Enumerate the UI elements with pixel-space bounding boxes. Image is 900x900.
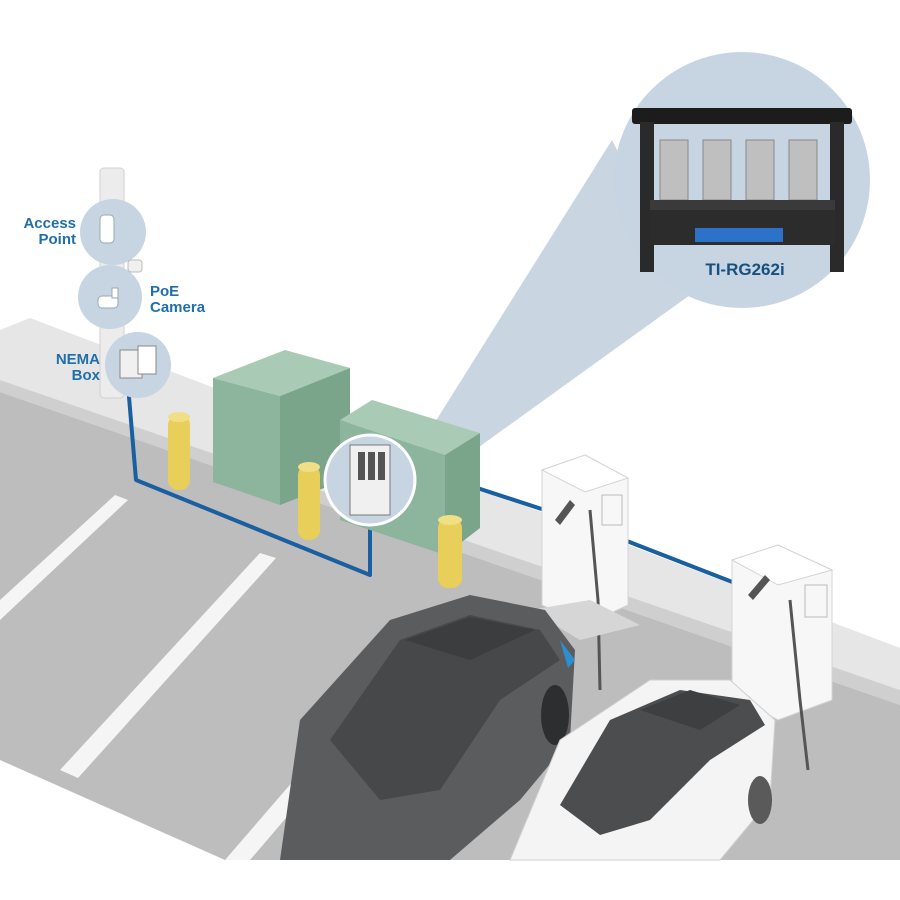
car-icon <box>280 595 575 860</box>
ev-charger-icon <box>730 544 834 771</box>
label-access-point-line2: Point <box>38 231 77 248</box>
label-poe-camera: PoE Camera <box>150 284 230 316</box>
bollard <box>438 515 462 588</box>
poe-camera-icon <box>127 259 143 273</box>
ev-charger-icon <box>530 454 640 691</box>
callout-wedge <box>405 140 690 488</box>
nema-box-icon <box>105 332 171 398</box>
nema-closeup <box>323 433 417 527</box>
label-nema-box-line2: Box <box>71 367 100 384</box>
car-icon <box>509 679 776 861</box>
label-poe-camera-line2: Camera <box>150 299 206 316</box>
label-nema-box: NEMA Box <box>30 352 100 384</box>
parking-line <box>0 495 128 620</box>
bollard <box>298 462 320 540</box>
label-nema-box-line1: NEMA <box>55 351 100 368</box>
label-access-point-line1: Access <box>23 215 76 232</box>
access-point-icon <box>80 199 146 265</box>
bollard <box>168 412 190 490</box>
rack-switch-icon <box>614 52 870 308</box>
poe-camera-icon <box>78 265 142 329</box>
parking-line <box>60 553 276 778</box>
label-access-point: Access Point <box>6 216 76 248</box>
switch-model-label: TI-RG262i <box>705 260 785 279</box>
label-poe-camera-line1: PoE <box>150 283 180 300</box>
